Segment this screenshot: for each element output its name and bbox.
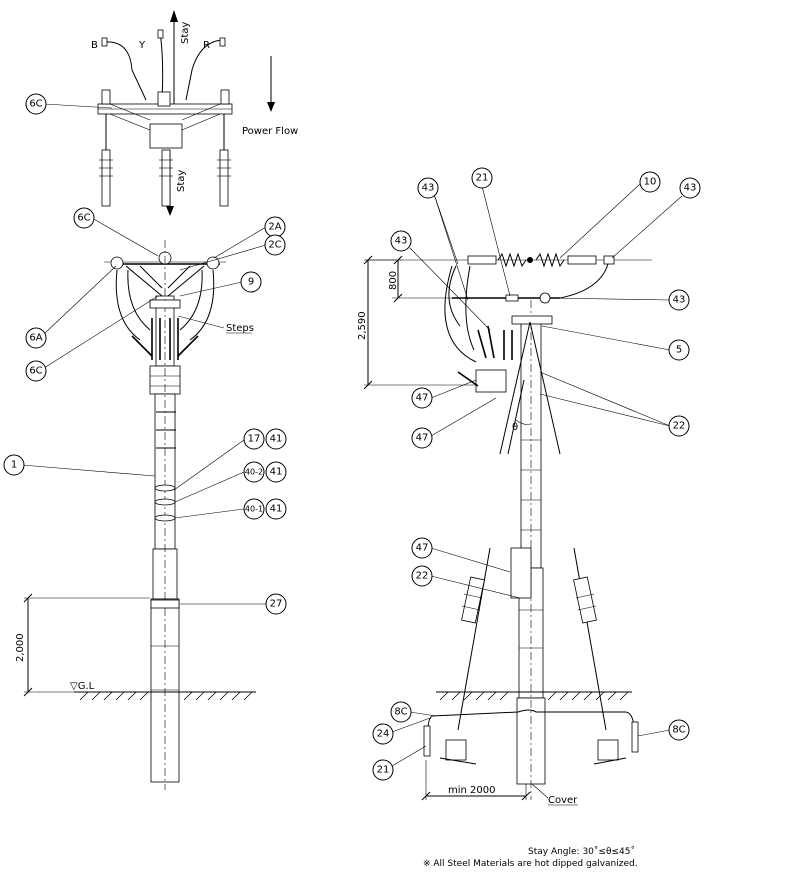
callout-40-2: 40-2	[245, 468, 263, 477]
callout-41-c: 41	[270, 504, 283, 515]
callout-47-b: 47	[416, 433, 429, 444]
dim-2590-label: 2,590	[357, 311, 368, 340]
front-insulators	[131, 299, 199, 360]
cover-label: Cover	[548, 795, 578, 806]
callout-2c: 2C	[268, 240, 281, 251]
front-elevation: ▽G.L 2,000 Steps 6C 2A 2C 9 6A 6C 1	[3, 207, 287, 790]
stay-angle-note: Stay Angle: 30˚≤θ≤45˚	[528, 846, 635, 857]
callout-22-a: 22	[673, 421, 686, 432]
phase-b-label: B	[91, 40, 98, 51]
stay-label-bottom: Stay	[176, 170, 187, 192]
front-ground-hatch	[79, 691, 253, 701]
callout-6a: 6A	[29, 333, 42, 344]
callout-8c-left: 8C	[394, 707, 407, 718]
stay-label-top: Stay	[180, 22, 191, 44]
plan-view: Stay Stay Power Flow B Y R	[25, 10, 298, 216]
callout-40-1: 40-1	[245, 505, 263, 514]
callout-1: 1	[11, 460, 17, 471]
callout-21-bottom: 21	[377, 765, 390, 776]
callout-6c-front-mid: 6C	[29, 366, 42, 377]
callout-24: 24	[377, 729, 390, 740]
notes: Stay Angle: 30˚≤θ≤45˚ ※ All Steel Materi…	[423, 846, 638, 869]
callout-43-a: 43	[422, 183, 435, 194]
callout-47-c: 47	[416, 543, 429, 554]
callout-43-d: 43	[673, 295, 686, 306]
stay-right	[573, 547, 627, 765]
side-insulators	[457, 325, 513, 387]
callout-43-c: 43	[395, 236, 408, 247]
callout-17: 17	[248, 434, 261, 445]
plan-insulator-right	[217, 114, 231, 207]
callout-10: 10	[644, 177, 657, 188]
plan-insulator-mid	[159, 149, 173, 207]
theta-label: θ	[512, 422, 518, 433]
callout-8c-right: 8C	[672, 725, 685, 736]
callout-2a: 2A	[268, 222, 281, 233]
callout-43-b: 43	[684, 183, 697, 194]
callout-41-a: 41	[270, 434, 283, 445]
galvanized-note: ※ All Steel Materials are hot dipped gal…	[423, 859, 638, 869]
callout-6c-plan: 6C	[29, 99, 42, 110]
dim-2000-label: 2,000	[15, 633, 26, 662]
callout-27: 27	[270, 599, 283, 610]
power-flow-label: Power Flow	[242, 126, 298, 137]
callout-41-b: 41	[270, 467, 283, 478]
min-2000-label: min 2000	[448, 785, 496, 796]
plan-insulator-left	[99, 114, 113, 207]
callout-6c-front-top: 6C	[77, 213, 90, 224]
ground-level-label: ▽G.L	[70, 681, 95, 692]
callout-21-top: 21	[476, 173, 489, 184]
callout-22-b: 22	[416, 571, 429, 582]
phase-y-label: Y	[138, 40, 146, 51]
side-ground-hatch	[439, 691, 629, 701]
stay-left	[439, 547, 491, 765]
callout-47-a: 47	[416, 393, 429, 404]
side-elevation: θ 800 2,590	[357, 167, 701, 806]
callout-9: 9	[248, 277, 254, 288]
dim-800-label: 800	[388, 271, 399, 290]
callout-5: 5	[676, 345, 682, 356]
steps-label: Steps	[226, 323, 254, 334]
